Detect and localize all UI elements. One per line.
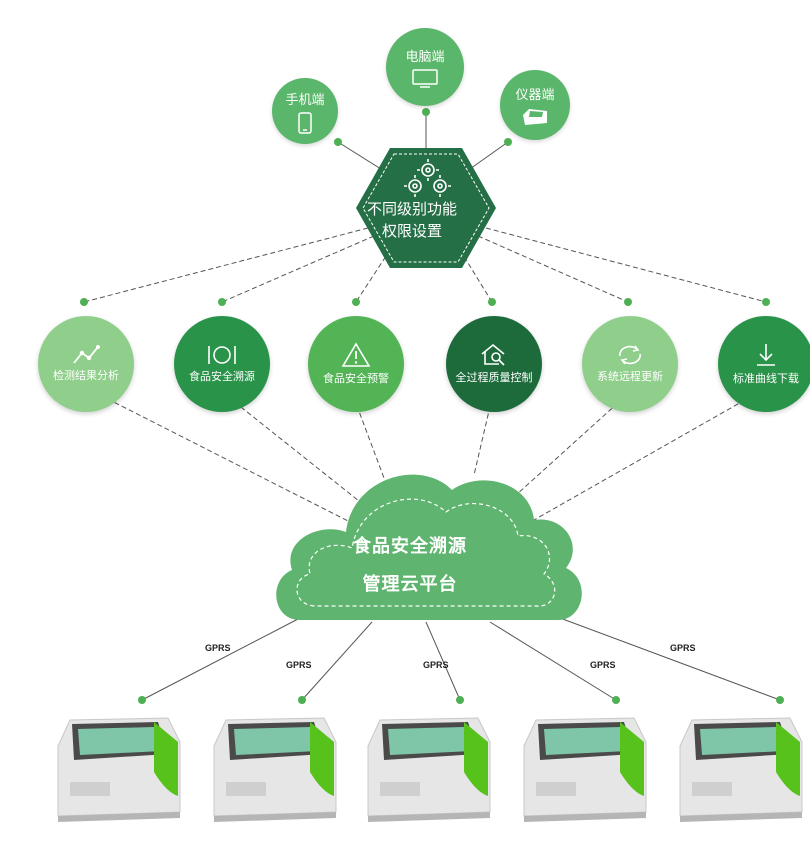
function-label: 检测结果分析 — [53, 369, 119, 382]
function-node-result-analysis: 检测结果分析 — [38, 316, 134, 412]
hub-hexagon — [356, 148, 496, 268]
connectors-functions-cloud — [85, 387, 767, 523]
top-node-phone: 手机端 — [272, 78, 338, 144]
endpoint-dots — [80, 108, 784, 704]
function-node-quality-control: 全过程质量控制 — [446, 316, 542, 412]
function-node-curve-download: 标准曲线下载 — [718, 316, 810, 412]
device-4 — [523, 717, 647, 822]
function-label: 食品安全预警 — [323, 372, 389, 385]
cloud-platform — [276, 474, 582, 621]
download-arrow-icon — [757, 344, 775, 366]
device-2 — [213, 717, 337, 822]
line-chart-icon — [73, 345, 100, 364]
phone-icon — [298, 111, 312, 134]
function-node-traceability: 食品安全溯源 — [174, 316, 270, 412]
refresh-arrows-icon — [619, 345, 641, 365]
gprs-label-5: GPRS — [670, 643, 696, 653]
device-1 — [57, 717, 181, 822]
top-node-label: 电脑端 — [405, 49, 445, 65]
monitor-icon — [412, 68, 438, 88]
hub-label: 不同级别功能 权限设置 — [352, 198, 472, 242]
device-row — [57, 717, 803, 822]
hub-line-1: 不同级别功能 — [366, 200, 457, 218]
connectors-hub-functions — [83, 227, 767, 303]
device-3 — [367, 717, 491, 822]
function-label: 系统远程更新 — [597, 370, 663, 383]
house-magnifier-icon — [481, 343, 505, 366]
gprs-label-3: GPRS — [423, 660, 449, 670]
top-node-label: 手机端 — [285, 92, 325, 108]
cloud-line-1: 食品安全溯源 — [353, 536, 467, 557]
cloud-label: 食品安全溯源 管理云平台 — [320, 528, 500, 604]
connectors-cloud-devices — [141, 617, 781, 701]
function-node-remote-update: 系统远程更新 — [582, 316, 678, 412]
function-label: 标准曲线下载 — [733, 372, 799, 385]
dining-icon — [208, 346, 236, 364]
instrument-icon — [523, 108, 547, 125]
device-5 — [679, 717, 803, 822]
gprs-label-1: GPRS — [205, 643, 231, 653]
cloud-line-2: 管理云平台 — [362, 574, 458, 595]
top-node-pc: 电脑端 — [386, 28, 464, 106]
gprs-label-2: GPRS — [286, 660, 312, 670]
gprs-label-4: GPRS — [590, 660, 616, 670]
top-node-label: 仪器端 — [515, 87, 555, 103]
warning-icon — [341, 342, 371, 367]
top-node-instrument: 仪器端 — [500, 70, 570, 140]
function-label: 食品安全溯源 — [189, 370, 255, 383]
function-node-warning: 食品安全预警 — [308, 316, 404, 412]
gears-icon — [404, 159, 451, 197]
function-label: 全过程质量控制 — [455, 371, 533, 384]
hub-line-2: 权限设置 — [381, 222, 442, 240]
